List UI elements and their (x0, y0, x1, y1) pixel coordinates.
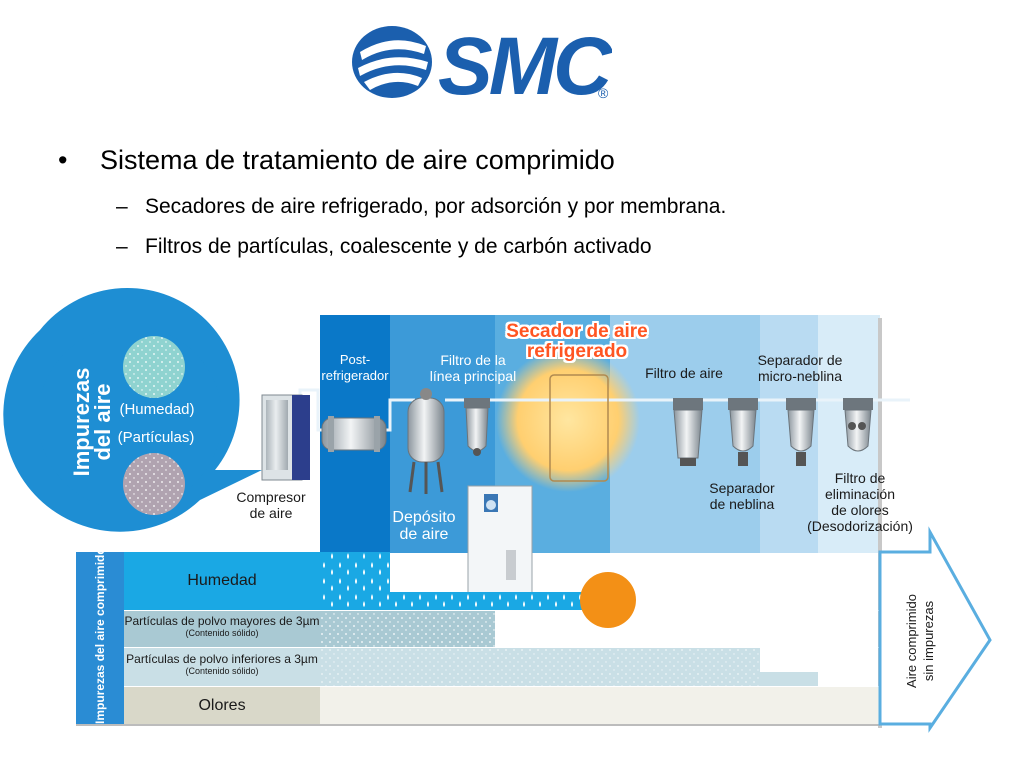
micro-mist-separator-icon (786, 398, 816, 466)
odor-filter-icon (843, 398, 873, 452)
air-filter-label: Filtro de aire (645, 365, 723, 381)
bullet-main-text: Sistema de tratamiento de aire comprimid… (100, 145, 615, 175)
row-humidity-label: Humedad (187, 572, 257, 589)
logo-text: SMC (438, 22, 612, 102)
row-coarse-particles-label: Partículas de polvo mayores de 3µm (Cont… (124, 614, 320, 638)
table-side-label: Impurezas del aire comprimido (93, 547, 107, 724)
bubble-particles-label: (Partículas) (117, 429, 195, 446)
aftercooler-label: Post- refrigerador (321, 352, 389, 383)
dryer-glow (496, 348, 640, 492)
clean-air-arrow (878, 526, 992, 733)
micro-mist-label: Separador de micro-neblina (757, 352, 843, 384)
clean-air-label: Aire comprimido sin impurezas (904, 594, 936, 688)
odor-filter-label: Filtro de eliminación de olores (Desodor… (807, 470, 913, 534)
main-line-filter-label: Filtro de la línea principal (429, 352, 517, 384)
table-side-header (76, 552, 124, 724)
smc-logo-mark: SMC ® (352, 21, 618, 112)
mist-separator-icon (728, 398, 758, 466)
bullet-sub-1-text: Secadores de aire refrigerado, por adsor… (145, 195, 727, 218)
dryer-title: Secador de aire refrigerado (506, 321, 648, 362)
humidity-removed-marker (580, 572, 636, 628)
refrigerated-dryer-icon (467, 485, 533, 595)
impurities-table (76, 552, 880, 726)
compressor-label: Compresor de aire (236, 489, 306, 521)
aftercooler-icon (321, 416, 387, 452)
impurities-bubble (3, 287, 262, 532)
air-tank-icon (407, 388, 445, 494)
row-fine-particles-label: Partículas de polvo inferiores a 3µm (Co… (126, 652, 318, 676)
bullet-sub-2-text: Filtros de partículas, coalescente y de … (145, 235, 652, 258)
bubble-humidity-label: (Humedad) (119, 401, 195, 418)
mist-separator-label: Separador de neblina (709, 480, 775, 512)
smc-logo: SMC ® (350, 21, 618, 112)
main-line-filter-icon (464, 398, 490, 456)
row-odor-label: Olores (198, 697, 246, 714)
air-tank-label: Depósito de aire (392, 509, 456, 543)
dryer-outline (549, 374, 609, 482)
bubble-title-line2: del aire (90, 383, 115, 461)
compressor-icon (261, 394, 310, 481)
registered-mark: ® (598, 85, 609, 101)
air-filter-icon (673, 398, 703, 466)
